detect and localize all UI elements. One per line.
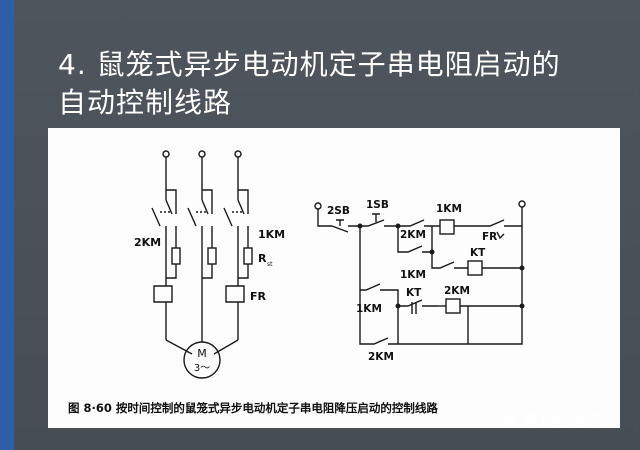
label-2km-top: 2KM <box>400 229 426 241</box>
chat-bubble-icon <box>504 414 516 425</box>
fr-element-1 <box>153 285 173 303</box>
label-1km-main: 1KM <box>258 228 285 241</box>
contacts-2km-blades <box>165 199 245 215</box>
watermark: 电工电气学习 <box>504 412 602 432</box>
contact-1km-mid <box>431 252 468 269</box>
label-1sb: 1SB <box>366 199 389 211</box>
supply-lines <box>165 157 239 200</box>
motor-label-m: M <box>197 347 207 360</box>
control-right-rail <box>468 226 523 345</box>
resistor-r2 <box>207 247 217 265</box>
main-circuit <box>151 150 253 379</box>
label-fr-contact: FR <box>482 231 497 243</box>
node-6 <box>395 303 401 309</box>
branch-1km-left <box>359 226 399 344</box>
label-2sb: 2SB <box>327 205 350 217</box>
start-button-1sb <box>360 213 398 227</box>
contacts-1km-left <box>151 207 233 227</box>
control-terminal-left <box>314 202 322 210</box>
label-2km-bottom: 2KM <box>368 351 394 363</box>
label-kt-contact: KT <box>406 287 422 299</box>
control-left-rail <box>317 209 332 227</box>
slide-title-line-2: 自动控制线路 <box>58 86 233 119</box>
main-lines-lower <box>165 270 239 286</box>
terminal-l1 <box>162 150 170 158</box>
watermark-text: 电工电气学习 <box>524 414 603 429</box>
terminal-l3 <box>234 150 242 158</box>
node-2 <box>357 223 363 229</box>
resistor-feeds <box>175 226 249 248</box>
label-2km-coil: 2KM <box>444 285 470 297</box>
label-2km-main: 2KM <box>134 236 161 249</box>
node-4 <box>519 265 525 271</box>
contacts-1km-blades <box>175 200 249 214</box>
label-resistor: R <box>258 252 267 265</box>
timer-contact-kt <box>398 299 438 314</box>
label-kt-coil: KT <box>470 247 486 259</box>
terminal-l2 <box>198 150 206 158</box>
label-1km-coil: 1KM <box>436 203 462 215</box>
label-fr-main: FR <box>250 290 267 303</box>
control-circuit <box>314 200 526 345</box>
contact-2km-bottom <box>359 290 398 345</box>
coil-kt <box>467 260 483 276</box>
coil-2km <box>445 298 461 314</box>
node-3 <box>429 249 435 255</box>
coil-1km <box>439 219 455 235</box>
node-5 <box>519 303 525 309</box>
resistor-r1 <box>171 247 181 265</box>
stop-button-2sb <box>331 219 360 233</box>
label-1km-left: 1KM <box>356 303 382 315</box>
control-terminal-right <box>518 200 526 208</box>
fr-element-2 <box>225 285 245 303</box>
label-resistor-sub: st <box>267 261 273 268</box>
motor-leads <box>165 286 239 340</box>
contact-2km-top <box>398 219 440 227</box>
figure-caption: 图 8·60 按时间控制的鼠笼式异步电动机定子串电阻降压启动的控制线路 <box>68 401 438 415</box>
circuit-figure: 2KM 1KM R st FR M 3～ <box>48 128 620 428</box>
node-1 <box>395 223 401 229</box>
circuit-diagram: 2KM 1KM R st FR M 3～ <box>134 150 526 379</box>
resistor-returns <box>166 264 249 279</box>
slide-accent-band <box>0 0 14 450</box>
resistor-r3 <box>243 247 253 265</box>
slide-title-line-1: 4. 鼠笼式异步电动机定子串电阻启动的 <box>58 48 561 81</box>
bypass-branches <box>166 189 249 200</box>
slide-title: 4. 鼠笼式异步电动机定子串电阻启动的 自动控制线路 <box>58 46 618 122</box>
main-lines-mid <box>165 226 239 270</box>
label-1km-mid: 1KM <box>400 269 426 281</box>
motor-label-3phase: 3～ <box>194 363 210 374</box>
bottom-return <box>398 306 469 345</box>
motor-symbol <box>183 341 221 379</box>
